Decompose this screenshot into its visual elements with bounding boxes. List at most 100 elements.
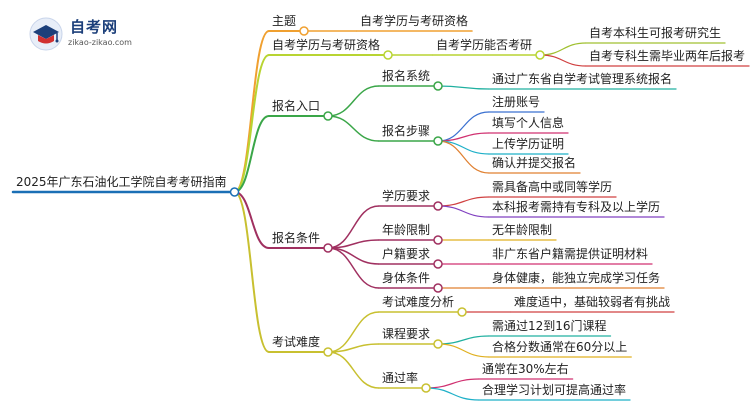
graduation-cap-icon	[29, 17, 63, 51]
branch-endpoint-dot	[323, 243, 333, 253]
leaf-label: 合理学习计划可提高通过率	[482, 382, 626, 397]
branch-difficulty[interactable]: 考试难度	[272, 334, 320, 349]
node-label: 报名系统	[382, 68, 430, 83]
leaf-household[interactable]: 非广东省户籍需提供证明材料	[492, 246, 648, 261]
node-courses[interactable]: 课程要求	[382, 326, 430, 341]
branch-endpoint-dot	[299, 26, 309, 36]
node-endpoint-dot	[421, 383, 431, 393]
leaf-label: 自考专科生需毕业两年后报考	[589, 48, 745, 63]
node-endpoint-dot	[457, 307, 467, 317]
leaf-connector	[438, 196, 490, 207]
branch-label: 报名条件	[272, 230, 320, 245]
node-endpoint-dot	[433, 259, 443, 269]
branch-connector	[234, 115, 270, 193]
node-household[interactable]: 户籍要求	[382, 246, 430, 261]
leaf-bachelor[interactable]: 自考本科生可报考研究生	[589, 25, 721, 40]
leaf-label: 合格分数通常在60分以上	[492, 339, 627, 354]
branch-conditions[interactable]: 报名条件	[272, 230, 320, 245]
node-label: 考试难度分析	[382, 294, 454, 309]
node-label: 学历要求	[382, 188, 430, 203]
branch-topic[interactable]: 主题	[272, 14, 296, 28]
branch-label: 报名入口	[272, 98, 320, 113]
leaf-label: 难度适中，基础较弱者有挑战	[514, 294, 670, 309]
leaf-connector	[426, 387, 480, 401]
root-node[interactable]: 2025年广东石油化工学院自考考研指南	[16, 174, 227, 189]
leaf-connector	[438, 140, 490, 155]
mind-map-nodes: 2025年广东石油化工学院自考考研指南 主题 自考学历与考研资格 自考学历与考研…	[16, 13, 745, 397]
leaf-connector	[426, 378, 480, 389]
leaf-study-plan[interactable]: 合理学习计划可提高通过率	[482, 382, 626, 397]
child-connector	[328, 343, 380, 353]
leaf-fill-info[interactable]: 填写个人信息	[492, 115, 564, 130]
leaf-associate[interactable]: 自考专科生需毕业两年后报考	[589, 48, 745, 63]
node-endpoint-dot	[535, 50, 545, 60]
leaf-connector	[540, 54, 587, 67]
branch-label: 考试难度	[272, 334, 320, 349]
leaf-pass-rate[interactable]: 通常在30%左右	[482, 361, 569, 376]
leaf-connector	[438, 140, 490, 174]
leaf-passing-score[interactable]: 合格分数通常在60分以上	[492, 339, 627, 354]
node-steps[interactable]: 报名步骤	[382, 123, 430, 138]
leaf-analysis[interactable]: 难度适中，基础较弱者有挑战	[514, 294, 670, 309]
leaf-connector	[540, 42, 587, 56]
branch-entry[interactable]: 报名入口	[272, 98, 320, 113]
leaf-label: 身体健康，能独立完成学习任务	[492, 270, 660, 285]
leaf-age[interactable]: 无年龄限制	[492, 223, 552, 237]
leaf-health[interactable]: 身体健康，能独立完成学习任务	[492, 270, 660, 285]
node-label: 身体条件	[382, 270, 430, 285]
branch-label: 自考学历与考研资格	[272, 37, 380, 52]
leaf-highschool[interactable]: 需具备高中或同等学历	[492, 179, 612, 194]
node-health[interactable]: 身体条件	[382, 270, 430, 285]
node-can-take-exam[interactable]: 自考学历能否考研	[436, 37, 532, 52]
leaf-label: 上传学历证明	[492, 136, 564, 151]
node-topic-value[interactable]: 自考学历与考研资格	[360, 13, 468, 28]
site-logo[interactable]: 自考网 zikao-zikao.com	[28, 14, 138, 54]
branch-connector	[234, 30, 270, 193]
child-connector	[327, 311, 380, 353]
leaf-label: 本科报考需持有专科及以上学历	[492, 199, 660, 214]
node-label: 通过率	[382, 370, 418, 385]
leaf-label: 自考本科生可报考研究生	[589, 25, 721, 40]
leaf-label: 通过广东省自学考试管理系统报名	[492, 71, 672, 86]
node-endpoint-dot	[433, 81, 443, 91]
child-connector	[327, 351, 380, 389]
leaf-upload[interactable]: 上传学历证明	[492, 136, 564, 151]
leaf-register[interactable]: 注册账号	[492, 94, 540, 109]
leaf-system[interactable]: 通过广东省自学考试管理系统报名	[492, 71, 672, 86]
leaf-label: 填写个人信息	[492, 115, 564, 130]
leaf-courses[interactable]: 需通过12到16门课程	[492, 318, 607, 333]
child-connector	[328, 115, 380, 142]
node-pass-rate[interactable]: 通过率	[382, 370, 418, 385]
node-endpoint-dot	[433, 339, 443, 349]
leaf-connector	[438, 85, 490, 90]
leaf-label: 需具备高中或同等学历	[492, 179, 612, 194]
leaf-label: 需通过12到16门课程	[492, 318, 607, 333]
node-label: 自考学历能否考研	[436, 37, 532, 52]
leaf-bachelor-req[interactable]: 本科报考需持有专科及以上学历	[492, 199, 660, 214]
child-connector	[327, 205, 380, 249]
node-system[interactable]: 报名系统	[382, 68, 430, 83]
child-connector	[327, 247, 380, 289]
node-label: 户籍要求	[382, 246, 430, 261]
branch-endpoint-dot	[323, 111, 333, 121]
root-label: 2025年广东石油化工学院自考考研指南	[16, 174, 227, 189]
leaf-label: 非广东省户籍需提供证明材料	[492, 246, 648, 261]
node-endpoint-dot	[433, 136, 443, 146]
logo-title: 自考网	[70, 18, 119, 36]
branch-connector	[234, 191, 270, 249]
leaf-label: 通常在30%左右	[482, 361, 569, 376]
branch-connector	[234, 191, 270, 353]
logo-url: zikao-zikao.com	[68, 38, 132, 47]
leaf-connector	[438, 343, 490, 358]
leaf-connector	[438, 205, 490, 218]
branch-qualification[interactable]: 自考学历与考研资格	[272, 37, 380, 52]
node-label: 课程要求	[382, 326, 430, 341]
node-education[interactable]: 学历要求	[382, 188, 430, 203]
root-endpoint-dot	[229, 187, 240, 197]
node-analysis[interactable]: 考试难度分析	[382, 294, 454, 309]
node-age[interactable]: 年龄限制	[382, 223, 430, 237]
leaf-label: 无年龄限制	[492, 223, 552, 237]
leaf-submit[interactable]: 确认并提交报名	[492, 155, 576, 170]
branch-endpoint-dot	[383, 50, 393, 60]
